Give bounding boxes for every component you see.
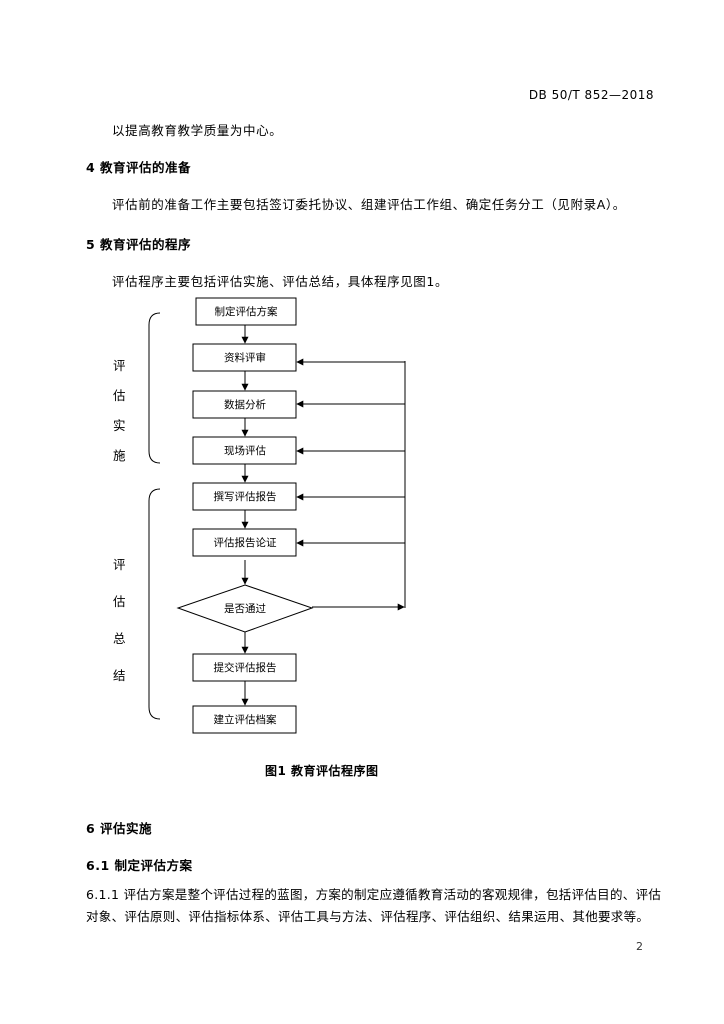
step-1-label: 制定评估方案 [215,305,278,318]
box-step-1 [195,297,297,326]
decision-label: 是否通过 [224,602,266,615]
group1-char-1: 评 [113,358,126,373]
group1-char-2: 估 [113,388,126,403]
section-6-title: 6 评估实施 [86,821,153,836]
section-4-body: 评估前的准备工作主要包括签订委托协议、组建评估工作组、确定任务分工（见附录A）。 [112,197,626,212]
box-step-6 [192,528,297,557]
section-5-body: 评估程序主要包括评估实施、评估总结，具体程序见图1。 [112,274,449,289]
brace-group1 [148,312,161,464]
group2-char-4: 结 [113,668,126,683]
document-id: DB 50/T 852—2018 [528,88,654,102]
step-6-label: 评估报告论证 [214,536,277,549]
para-6-1-1-line2: 对象、评估原则、评估指标体系、评估工具与方法、评估程序、评估组织、结果运用、其他… [86,909,650,924]
group2-char-3: 总 [113,631,126,646]
section-5-title: 5 教育评估的程序 [86,237,192,252]
para-6-1-1-line1: 6.1.1 评估方案是整个评估过程的蓝图，方案的制定应遵循教育活动的客观规律，包… [86,887,662,902]
section-4-title: 4 教育评估的准备 [86,160,192,175]
group2-char-2: 估 [113,594,126,609]
page-number: 2 [636,940,643,953]
section-6-1-title: 6.1 制定评估方案 [86,858,193,873]
box-step-9 [192,705,297,734]
step-4-label: 现场评估 [224,444,266,457]
step-5-label: 撰写评估报告 [214,490,277,503]
step-8-label: 提交评估报告 [214,661,277,674]
step-9-label: 建立评估档案 [214,713,277,726]
brace-group2 [148,488,161,720]
step-3-label: 数据分析 [224,398,266,411]
intro-paragraph: 以提高教育教学质量为中心。 [112,123,283,138]
figure-caption: 图1 教育评估程序图 [265,764,379,778]
group1-char-4: 施 [113,448,126,463]
group2-char-1: 评 [113,557,126,572]
group1-char-3: 实 [113,418,126,433]
step-2-label: 资料评审 [224,351,266,364]
